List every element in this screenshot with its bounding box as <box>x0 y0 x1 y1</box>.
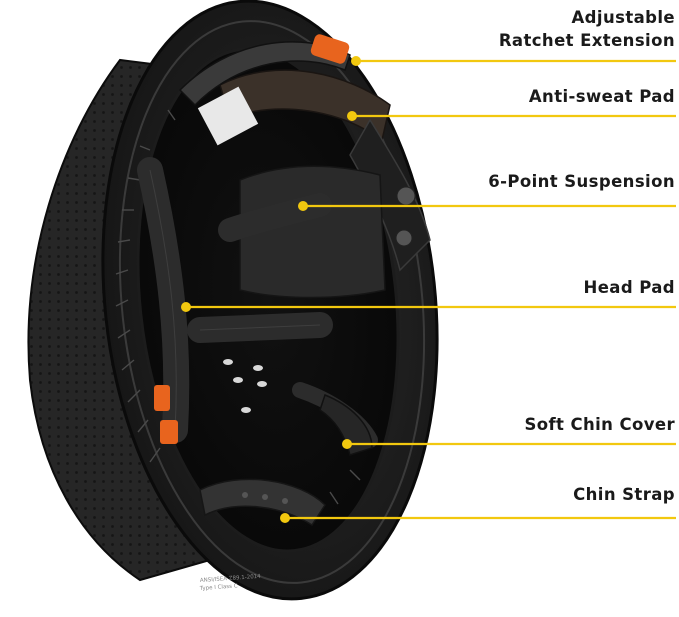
bracket-hole <box>395 229 413 247</box>
leader-dot-chinstrap <box>280 513 290 523</box>
callout-label-chinstrap: Chin Strap <box>573 483 675 506</box>
shell-imprint-1: ANSI/ISEA Z89.1-2014 <box>200 574 262 584</box>
callout-text-suspension-0: 6-Point Suspension <box>488 172 675 191</box>
callout-text-antisweat-0: Anti-sweat Pad <box>528 87 675 106</box>
chin-strap-shape <box>199 478 326 527</box>
callout-label-headpad: Head Pad <box>584 276 676 299</box>
leader-dot-ratchet <box>351 56 361 66</box>
chin-strap-holes <box>242 492 288 504</box>
bracket-hole <box>396 186 416 206</box>
head-pad-shape <box>239 165 386 299</box>
leader-dot-suspension <box>298 201 308 211</box>
callout-label-chincover: Soft Chin Cover <box>524 413 675 436</box>
warning-sticker <box>197 86 259 146</box>
brim-lip <box>118 20 426 584</box>
leader-dot-antisweat <box>347 111 357 121</box>
callout-text-ratchet-1: Ratchet Extension <box>498 31 675 50</box>
callout-text-headpad-0: Head Pad <box>583 278 675 297</box>
chin-cover-shape <box>319 394 373 456</box>
leader-dot-chincover <box>342 439 352 449</box>
callout-label-suspension: 6-Point Suspension <box>488 170 675 193</box>
shell-imprint-2: Type I Class C <box>199 583 238 592</box>
ratchet-dial <box>310 34 350 64</box>
crown-vents <box>223 359 267 413</box>
orange-buckle <box>160 420 178 444</box>
callout-text-ratchet-0: Adjustable <box>571 8 675 27</box>
ratchet-arm <box>178 41 351 107</box>
anti-sweat-pad-shape <box>219 69 391 142</box>
leader-dot-headpad <box>181 302 191 312</box>
callout-leaders <box>181 56 676 523</box>
strap-texture <box>149 169 321 431</box>
callout-text-chincover-0: Soft Chin Cover <box>524 415 675 434</box>
callout-label-antisweat: Anti-sweat Pad <box>529 85 675 108</box>
orange-buckle <box>154 385 170 411</box>
callout-text-chinstrap-0: Chin Strap <box>573 485 675 504</box>
